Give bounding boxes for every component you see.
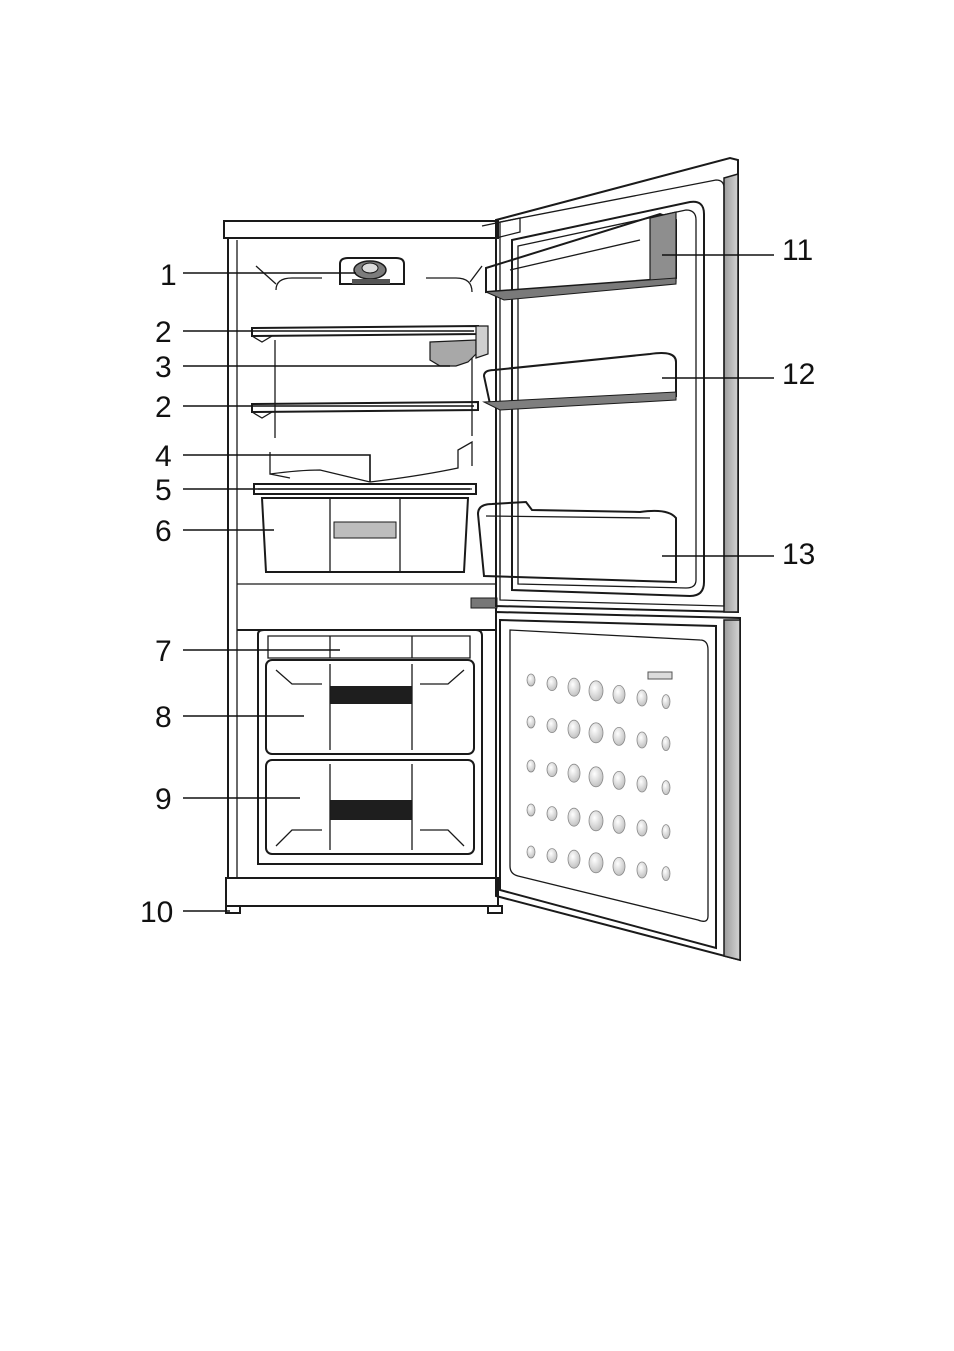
dimple — [527, 804, 535, 816]
leader-4 — [183, 455, 370, 482]
dimple — [637, 776, 647, 792]
dimple — [547, 677, 557, 691]
callout-11: 11 — [782, 234, 813, 267]
dimple — [637, 732, 647, 748]
freezer-compartment-flap — [258, 630, 482, 864]
callout-12: 12 — [782, 358, 815, 391]
callout-10: 10 — [140, 896, 173, 929]
crisper-drawer — [262, 498, 468, 572]
dimple — [527, 674, 535, 686]
dimple — [547, 849, 557, 863]
callout-1: 1 — [160, 259, 177, 292]
dimple — [662, 695, 670, 709]
dimple — [589, 767, 603, 787]
dimple — [613, 815, 625, 833]
freezer-drawer-lower — [266, 760, 474, 854]
dimple — [613, 727, 625, 745]
shelf-accessory — [430, 326, 488, 366]
fridge-door — [496, 158, 738, 612]
dimple — [662, 781, 670, 795]
callout-4: 4 — [155, 440, 172, 473]
callout-13: 13 — [782, 538, 815, 571]
dimple — [589, 853, 603, 873]
callout-2a: 2 — [155, 316, 172, 349]
dimple — [568, 720, 580, 738]
dimple — [527, 846, 535, 858]
dimple — [589, 811, 603, 831]
dimple — [568, 808, 580, 826]
dimple — [613, 685, 625, 703]
dimple — [547, 719, 557, 733]
dimple — [637, 862, 647, 878]
callout-9: 9 — [155, 783, 172, 816]
dimple — [547, 807, 557, 821]
dimple — [568, 850, 580, 868]
dimple — [547, 763, 557, 777]
dimple — [527, 716, 535, 728]
dimple — [662, 737, 670, 751]
dimple — [527, 760, 535, 772]
thermostat-light-housing — [340, 258, 404, 284]
dimple — [662, 867, 670, 881]
freezer-drawer-upper — [266, 660, 474, 754]
dimple — [613, 771, 625, 789]
glass-shelf-lower — [252, 402, 478, 418]
bottle-shelf — [478, 502, 676, 582]
dimple — [589, 723, 603, 743]
dimple — [637, 820, 647, 836]
callout-5: 5 — [155, 474, 172, 507]
dimple — [568, 764, 580, 782]
freezer-door-dimples — [527, 674, 670, 881]
dimple — [637, 690, 647, 706]
callout-3: 3 — [155, 351, 172, 384]
dimple — [568, 678, 580, 696]
callout-8: 8 — [155, 701, 172, 734]
crisper-cover — [270, 442, 472, 482]
callout-6: 6 — [155, 515, 172, 548]
dimple — [589, 681, 603, 701]
callout-2b: 2 — [155, 391, 172, 424]
callout-7: 7 — [155, 635, 172, 668]
dimple — [662, 825, 670, 839]
glass-shelf-upper — [252, 326, 478, 342]
dimple — [613, 857, 625, 875]
